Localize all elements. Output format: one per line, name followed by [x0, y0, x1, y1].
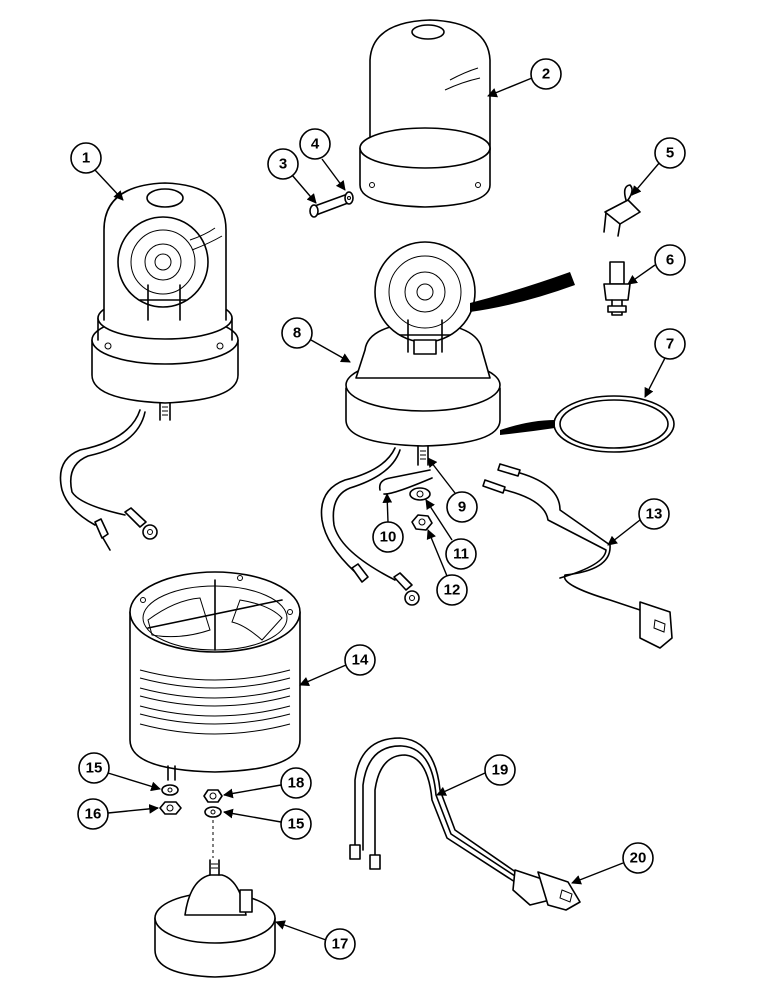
callout-18-label: 18: [288, 775, 305, 792]
callout-20-label: 20: [630, 850, 647, 867]
callout-8: 8: [281, 317, 351, 363]
callout-15a: 15: [78, 752, 161, 792]
callout-2-label: 2: [542, 66, 550, 83]
nuts-and-washers-drawing: [159, 784, 223, 818]
callout-14-label: 14: [352, 652, 369, 669]
callout-9-label: 9: [458, 499, 466, 516]
callout-1-label: 1: [82, 150, 90, 167]
small-hardware-drawing: [378, 469, 433, 531]
cable-and-connector-drawing: [349, 737, 581, 911]
callout-5: 5: [631, 137, 686, 196]
callout-13: 13: [607, 498, 670, 546]
callout-3-label: 3: [279, 156, 287, 173]
callout-6: 6: [627, 244, 686, 285]
callout-18: 18: [223, 767, 312, 799]
seal-ring-drawing: [553, 395, 675, 453]
callout-7-label: 7: [666, 336, 674, 353]
callout-16: 16: [77, 798, 159, 830]
callout-8-label: 8: [293, 325, 301, 342]
callout-1: 1: [70, 142, 124, 201]
callout-12: 12: [426, 529, 468, 606]
callout-7: 7: [644, 328, 686, 398]
callout-14: 14: [299, 644, 376, 686]
callout-9: 9: [427, 457, 478, 523]
callout-15a-label: 15: [86, 760, 103, 777]
callout-10-label: 10: [380, 529, 397, 546]
callout-11-label: 11: [453, 546, 469, 563]
callout-17-label: 17: [332, 936, 349, 953]
wiring-harness-drawing: [482, 463, 673, 649]
screw-and-washer-drawing: [309, 191, 354, 218]
callout-6-label: 6: [666, 252, 674, 269]
dome-lens-drawing: [359, 19, 491, 208]
lamp-base-drawing: [320, 241, 575, 606]
bracket-clip-drawing: [603, 184, 641, 237]
callout-17: 17: [275, 920, 356, 960]
callout-4: 4: [299, 128, 346, 191]
lamp-guard-drawing: [129, 571, 301, 781]
callout-2: 2: [487, 58, 562, 98]
callout-15b: 15: [223, 808, 312, 840]
callout-10: 10: [372, 493, 404, 553]
callout-19: 19: [436, 754, 516, 796]
callout-19-label: 19: [492, 762, 509, 779]
callout-5-label: 5: [666, 145, 674, 162]
callout-15b-label: 15: [288, 816, 305, 833]
callout-13-label: 13: [646, 506, 663, 523]
callout-3: 3: [267, 148, 317, 204]
callout-12-label: 12: [444, 582, 461, 599]
callout-16-label: 16: [85, 806, 102, 823]
mounting-base-drawing: [154, 820, 276, 978]
callout-20: 20: [571, 842, 654, 885]
callout-4-label: 4: [311, 136, 320, 153]
beacon-assembly-drawing: [59, 182, 239, 551]
halogen-bulb-drawing: [603, 261, 631, 316]
callout-11: 11: [425, 499, 477, 570]
